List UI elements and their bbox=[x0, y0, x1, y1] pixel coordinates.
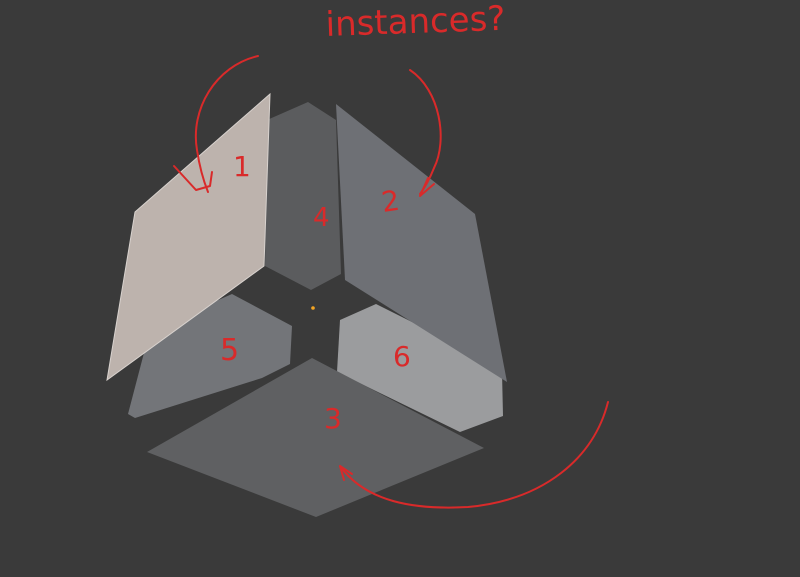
arrow-curve-3 bbox=[339, 401, 609, 509]
face-2-label: 2 bbox=[379, 184, 401, 219]
face-6[interactable] bbox=[337, 304, 503, 432]
face-3-label: 3 bbox=[324, 402, 342, 435]
origin-marker bbox=[311, 306, 315, 310]
annotation-title: instances? bbox=[325, 0, 506, 45]
face-1-label: 1 bbox=[233, 150, 251, 183]
arrow-curve-1 bbox=[194, 55, 259, 193]
face-4[interactable] bbox=[265, 102, 341, 290]
face-3[interactable] bbox=[147, 358, 484, 517]
face-6-label: 6 bbox=[393, 340, 411, 373]
face-1[interactable] bbox=[106, 92, 271, 382]
arrow-head-3 bbox=[339, 465, 353, 481]
face-2[interactable] bbox=[336, 104, 507, 382]
face-4-label: 4 bbox=[313, 203, 330, 233]
arrow-head-2 bbox=[419, 177, 435, 197]
arrow-head-1 bbox=[173, 165, 213, 191]
face-5-label: 5 bbox=[220, 333, 239, 368]
